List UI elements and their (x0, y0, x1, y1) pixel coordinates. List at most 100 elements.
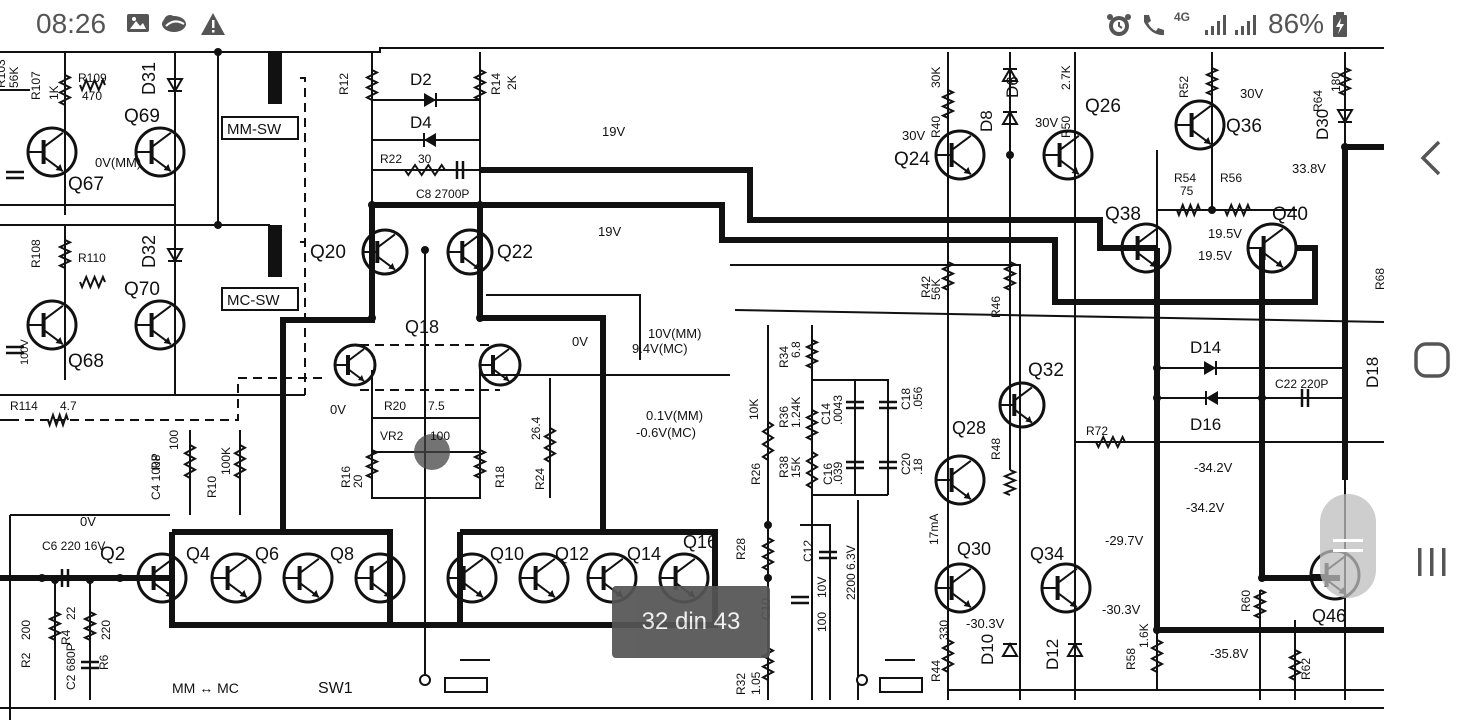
wire (364, 449, 380, 479)
transistor-label: Q24 (894, 149, 930, 170)
capacitor-symbol (6, 170, 24, 180)
transistor-symbol (1042, 129, 1094, 181)
resistor-value: 7.5 (428, 399, 445, 413)
diode-label: D30 (1313, 109, 1332, 140)
capacitor-label: C12 (801, 540, 815, 562)
junction-dot (1258, 574, 1266, 582)
resistor-value: 20 (351, 474, 365, 488)
switch-label: MM-SW (227, 121, 282, 138)
wire (300, 77, 306, 395)
resistor-value: 1K (47, 85, 61, 100)
page-indicator-text: 32 din 43 (641, 608, 741, 635)
junction-dot (368, 314, 376, 322)
scroll-handle[interactable] (1320, 494, 1376, 598)
wire (1176, 202, 1201, 218)
diode-label: D6 (1003, 76, 1022, 98)
wire (1204, 67, 1220, 96)
transistor-label: Q68 (68, 351, 104, 372)
transistor-symbol (26, 126, 78, 178)
back-button[interactable] (1404, 130, 1460, 186)
wire (47, 611, 63, 641)
junction-dot (1153, 394, 1161, 402)
capacitor-symbol (846, 400, 864, 410)
wire (760, 537, 776, 571)
wire (486, 294, 641, 360)
transistor-label: Q10 (490, 544, 524, 564)
diode-label: D10 (978, 634, 997, 665)
wire (1149, 639, 1165, 673)
junction-dot (214, 221, 222, 229)
transistor-label: Q70 (124, 279, 160, 300)
voltage-label: -30.3V (1102, 602, 1141, 617)
capacitor-label: C18 (899, 388, 913, 410)
wire (1002, 469, 1018, 496)
transistor-symbol (333, 343, 377, 387)
resistor-label: R8 (149, 454, 163, 470)
voltage-label: 19V (598, 224, 621, 239)
wire (79, 77, 106, 93)
transistor-label: Q22 (497, 242, 533, 263)
recents-button[interactable] (1404, 534, 1460, 590)
wire (1337, 67, 1353, 96)
junction-dot (1341, 143, 1349, 151)
resistor-label: R12 (337, 73, 351, 95)
switch-label: MM ↔ MC (172, 680, 239, 696)
resistor-value: 200 (19, 620, 33, 640)
wire (79, 274, 106, 290)
junction-dot (51, 576, 59, 584)
home-button[interactable] (1404, 332, 1460, 388)
capacitor-symbol (879, 460, 897, 470)
junction-dot (1208, 206, 1216, 214)
resistor-value: 22 (64, 606, 78, 620)
wire (1095, 434, 1126, 450)
resistor-label: R28 (734, 538, 748, 560)
resistor-label: R64 (1311, 90, 1325, 112)
transistor-label: Q30 (957, 539, 991, 559)
diode-symbol (1205, 391, 1218, 405)
transistor-label: Q26 (1085, 96, 1121, 117)
image-icon (126, 12, 150, 39)
capacitor-symbol (455, 161, 465, 179)
transistor-label: Q32 (1028, 360, 1064, 381)
schematic-components (6, 48, 1361, 693)
transistor-label: Q40 (1272, 204, 1308, 225)
resistor-value: 220 (99, 620, 113, 640)
resistor-value: 2K (505, 75, 519, 90)
voltage-label: 30V (902, 128, 925, 143)
wire (477, 205, 606, 532)
capacitor-value: 2200 6.3V (844, 545, 858, 600)
navigation-bar (1384, 0, 1480, 720)
transistor-label: Q69 (124, 106, 160, 127)
diode-label: D4 (410, 113, 432, 132)
switch-label-box (221, 287, 299, 311)
diode-symbol (1001, 67, 1019, 82)
resistor-label: R22 (380, 152, 402, 166)
wire (480, 167, 1157, 251)
diode-label: D32 (139, 235, 159, 268)
diode-symbol (1001, 110, 1019, 125)
status-bar: 08:26 4G 86% (0, 0, 1384, 50)
wire (734, 309, 1384, 323)
capacitor-value: 10V (815, 577, 829, 598)
diode-label: D2 (410, 70, 432, 89)
alarm-icon (1106, 12, 1132, 43)
resistor-label: R110 (78, 251, 106, 265)
junction-dot (116, 574, 124, 582)
resistor-label: R38 (777, 456, 791, 478)
wire (940, 89, 956, 119)
capacitor-label: C4 100P (149, 453, 163, 500)
signal-icon (1234, 12, 1260, 41)
junction-dot (86, 576, 94, 584)
wire (761, 421, 775, 461)
diode-label: D16 (1190, 415, 1221, 434)
capacitor-symbol (81, 660, 99, 670)
resistor-value: 100 (167, 430, 181, 450)
voltage-label: 30V (1035, 115, 1058, 130)
wire (280, 205, 375, 532)
wire (1002, 261, 1018, 291)
junction-dot (476, 201, 484, 209)
voltage-label: 10V(MM) (648, 326, 701, 341)
wire (940, 261, 956, 291)
wire (1224, 202, 1251, 218)
capacitor-value: 100 (815, 612, 829, 632)
